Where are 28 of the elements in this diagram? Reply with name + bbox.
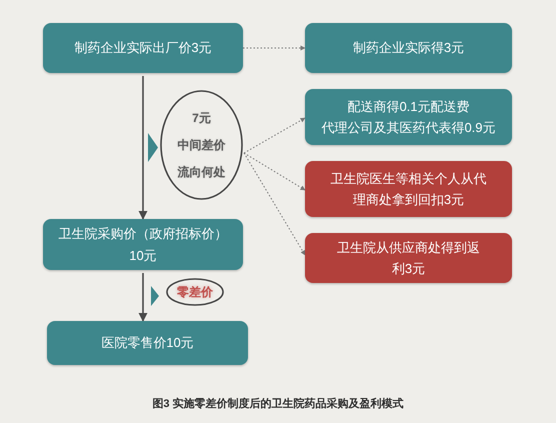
box-label: 医院零售价10元 (101, 334, 194, 352)
ellipse-label: 7元 (192, 110, 211, 126)
process-box (43, 219, 243, 270)
ellipse-label: 中间差价 (178, 136, 226, 154)
arrow (138, 273, 148, 322)
box-label: 代理公司及其医药代表得0.9元 (321, 119, 496, 137)
box-label: 配送商得0.1元配送费 (347, 98, 470, 116)
ellipse-label: 流向何处 (178, 164, 226, 180)
dotted-arrow (244, 152, 306, 256)
box-label: 卫生院采购价（政府招标价）10元 (57, 225, 228, 264)
ellipse-label: 零差价 (177, 284, 213, 300)
ellipse-node (160, 90, 243, 200)
process-box (305, 23, 512, 73)
dotted-arrow (242, 46, 306, 50)
box-label: 制药企业实际得3元 (352, 39, 464, 58)
box-label: 制药企业实际出厂价3元 (74, 39, 212, 58)
process-box (305, 89, 512, 145)
process-box (47, 321, 248, 365)
figure-caption: 图3 实施零差价制度后的卫生院药品采购及盈利模式 (152, 398, 404, 410)
box-label: 卫生院从供应商处得到返利3元 (336, 238, 481, 278)
process-box (305, 161, 512, 217)
process-box (43, 23, 243, 73)
box-label: 卫生院医生等相关个人从代理商处拿到回扣3元 (329, 170, 488, 209)
ellipse-node (166, 278, 224, 306)
dotted-arrow (244, 152, 306, 190)
arrow (138, 76, 148, 220)
dotted-arrow (244, 118, 306, 154)
process-box (305, 233, 512, 283)
